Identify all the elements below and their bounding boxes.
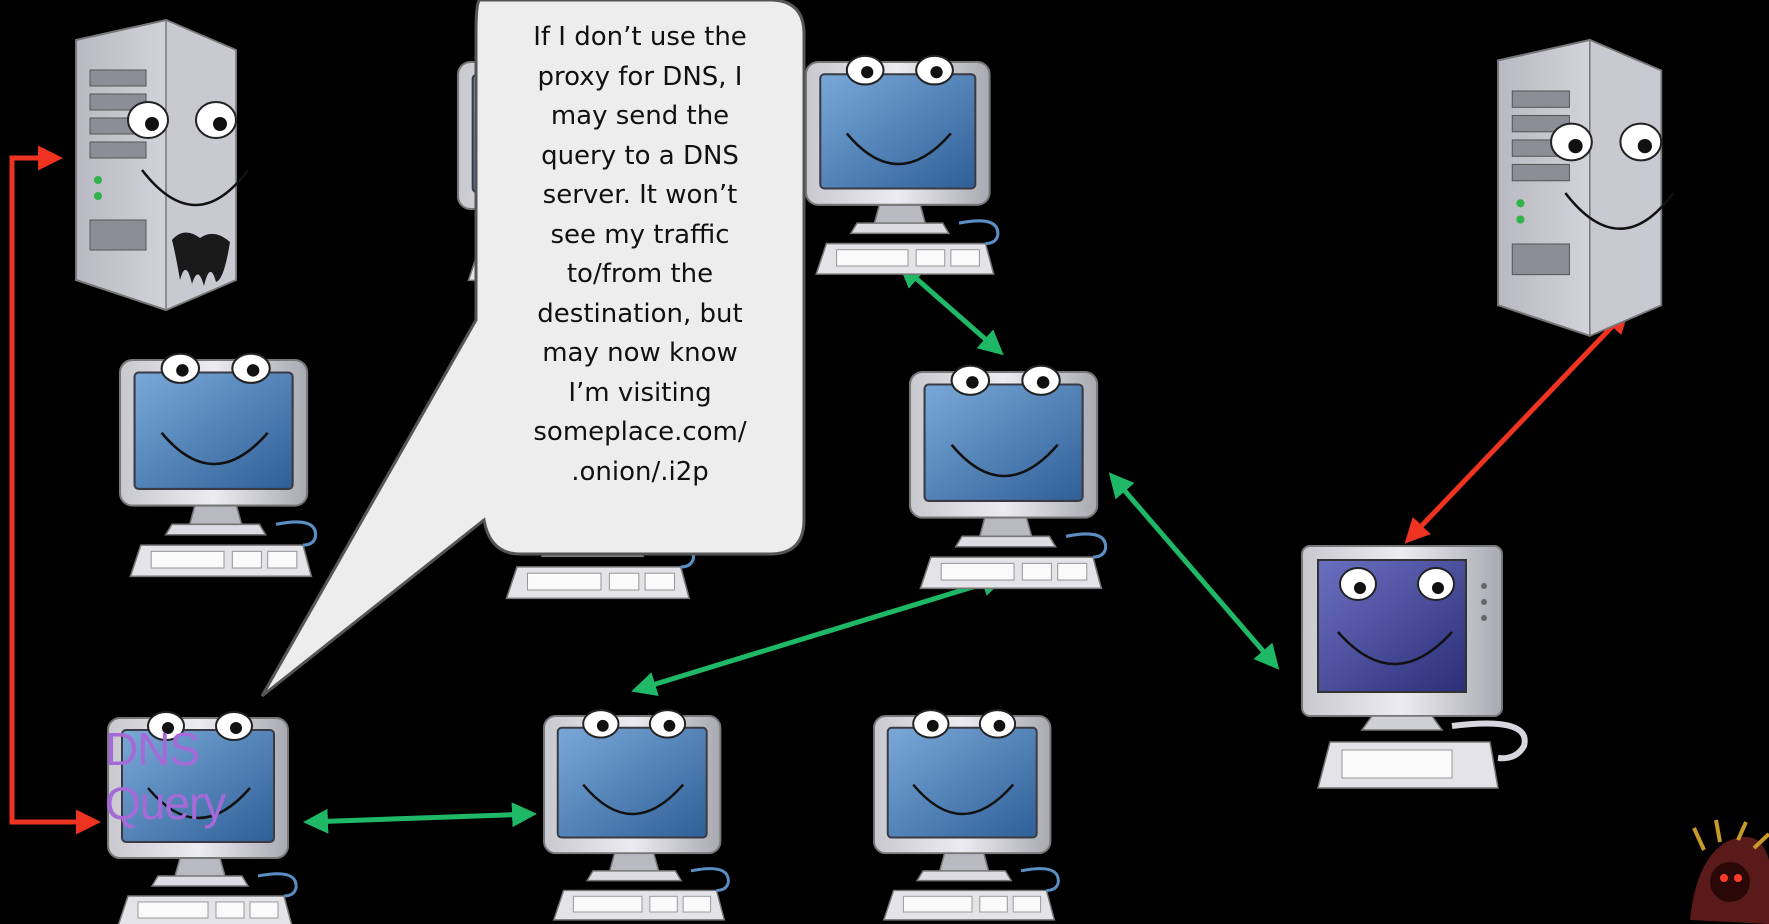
laptop-icon bbox=[1301, 545, 1528, 789]
server-icon bbox=[1496, 38, 1675, 338]
green-link bbox=[1108, 472, 1280, 670]
green-link bbox=[898, 262, 1004, 356]
green-link bbox=[303, 802, 537, 834]
dns-query-label: DNS Query bbox=[105, 723, 226, 829]
avatar-icon bbox=[1690, 819, 1769, 924]
goatee-icon bbox=[172, 232, 230, 286]
computer-icon bbox=[542, 708, 730, 922]
computer-icon bbox=[872, 708, 1060, 922]
computer-icon bbox=[908, 364, 1108, 590]
computer-icon bbox=[118, 352, 318, 578]
server-icon bbox=[74, 18, 250, 312]
computer-icon bbox=[804, 54, 1000, 276]
green-link bbox=[631, 571, 1007, 697]
speech-bubble-text: If I don’t use the proxy for DNS, I may … bbox=[533, 22, 747, 487]
link-lines bbox=[9, 145, 1630, 835]
red-link bbox=[1404, 308, 1630, 544]
red-link bbox=[9, 145, 101, 835]
speech-bubble bbox=[260, 0, 806, 698]
